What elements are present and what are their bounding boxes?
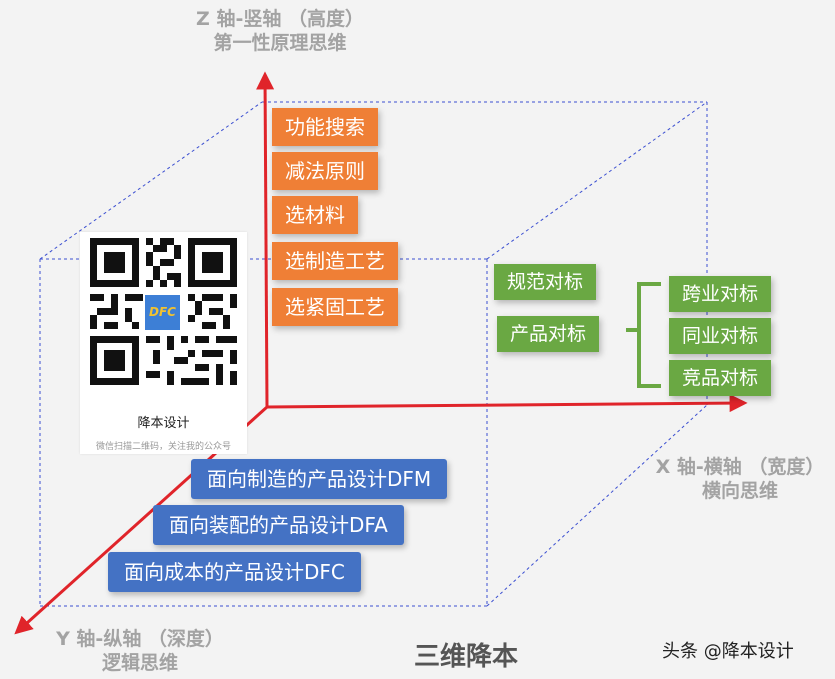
x-item-product-benchmark: 产品对标 — [497, 316, 600, 352]
z-item-select-material: 选材料 — [272, 196, 358, 234]
y-axis-subtitle: 逻辑思维 — [101, 652, 178, 674]
z-axis-subtitle: 第一性原理思维 — [213, 32, 347, 54]
y-item-dfm: 面向制造的产品设计DFM — [191, 459, 448, 499]
x-axis-subtitle: 横向思维 — [701, 480, 778, 502]
qr-subtitle: 微信扫描二维码，关注我的公众号 — [95, 442, 231, 452]
x-axis-line — [266, 394, 748, 413]
z-axis-title: Z 轴-竖轴 （高度） — [196, 8, 364, 30]
x-axis-title: X 轴-横轴 （宽度） — [655, 456, 825, 478]
y-item-dfc: 面向成本的产品设计DFC — [108, 552, 361, 592]
z-axis-label: Z 轴-竖轴 （高度） 第一性原理思维 — [180, 7, 380, 55]
dfc-logo: DFC — [143, 293, 182, 332]
z-item-select-fastening: 选紧固工艺 — [272, 288, 398, 326]
x-subitem-competitor: 竞品对标 — [669, 360, 772, 396]
cube-wireframe — [39, 101, 708, 607]
x-axis-label: X 轴-横轴 （宽度） 横向思维 — [645, 455, 835, 503]
y-axis-label: Y 轴-纵轴 （深度） 逻辑思维 — [40, 627, 240, 675]
qr-title: 降本设计 — [137, 416, 190, 431]
z-item-function-search: 功能搜索 — [272, 108, 378, 146]
y-item-dfa: 面向装配的产品设计DFA — [153, 505, 404, 545]
z-item-select-manufacturing: 选制造工艺 — [272, 242, 398, 280]
qr-card: DFC 降本设计 微信扫描二维码，关注我的公众号 — [80, 232, 247, 454]
y-axis-title: Y 轴-纵轴 （深度） — [56, 628, 224, 650]
x-item-standard-benchmark: 规范对标 — [494, 264, 597, 300]
watermark: 头条 @降本设计 — [662, 641, 794, 662]
center-title: 三维降本 — [414, 642, 519, 672]
x-subitem-same-industry: 同业对标 — [669, 318, 772, 354]
z-axis-line — [256, 71, 275, 408]
x-subitem-cross-industry: 跨业对标 — [669, 276, 772, 312]
z-item-subtraction-principle: 减法原则 — [272, 152, 378, 190]
bracket — [626, 282, 661, 388]
